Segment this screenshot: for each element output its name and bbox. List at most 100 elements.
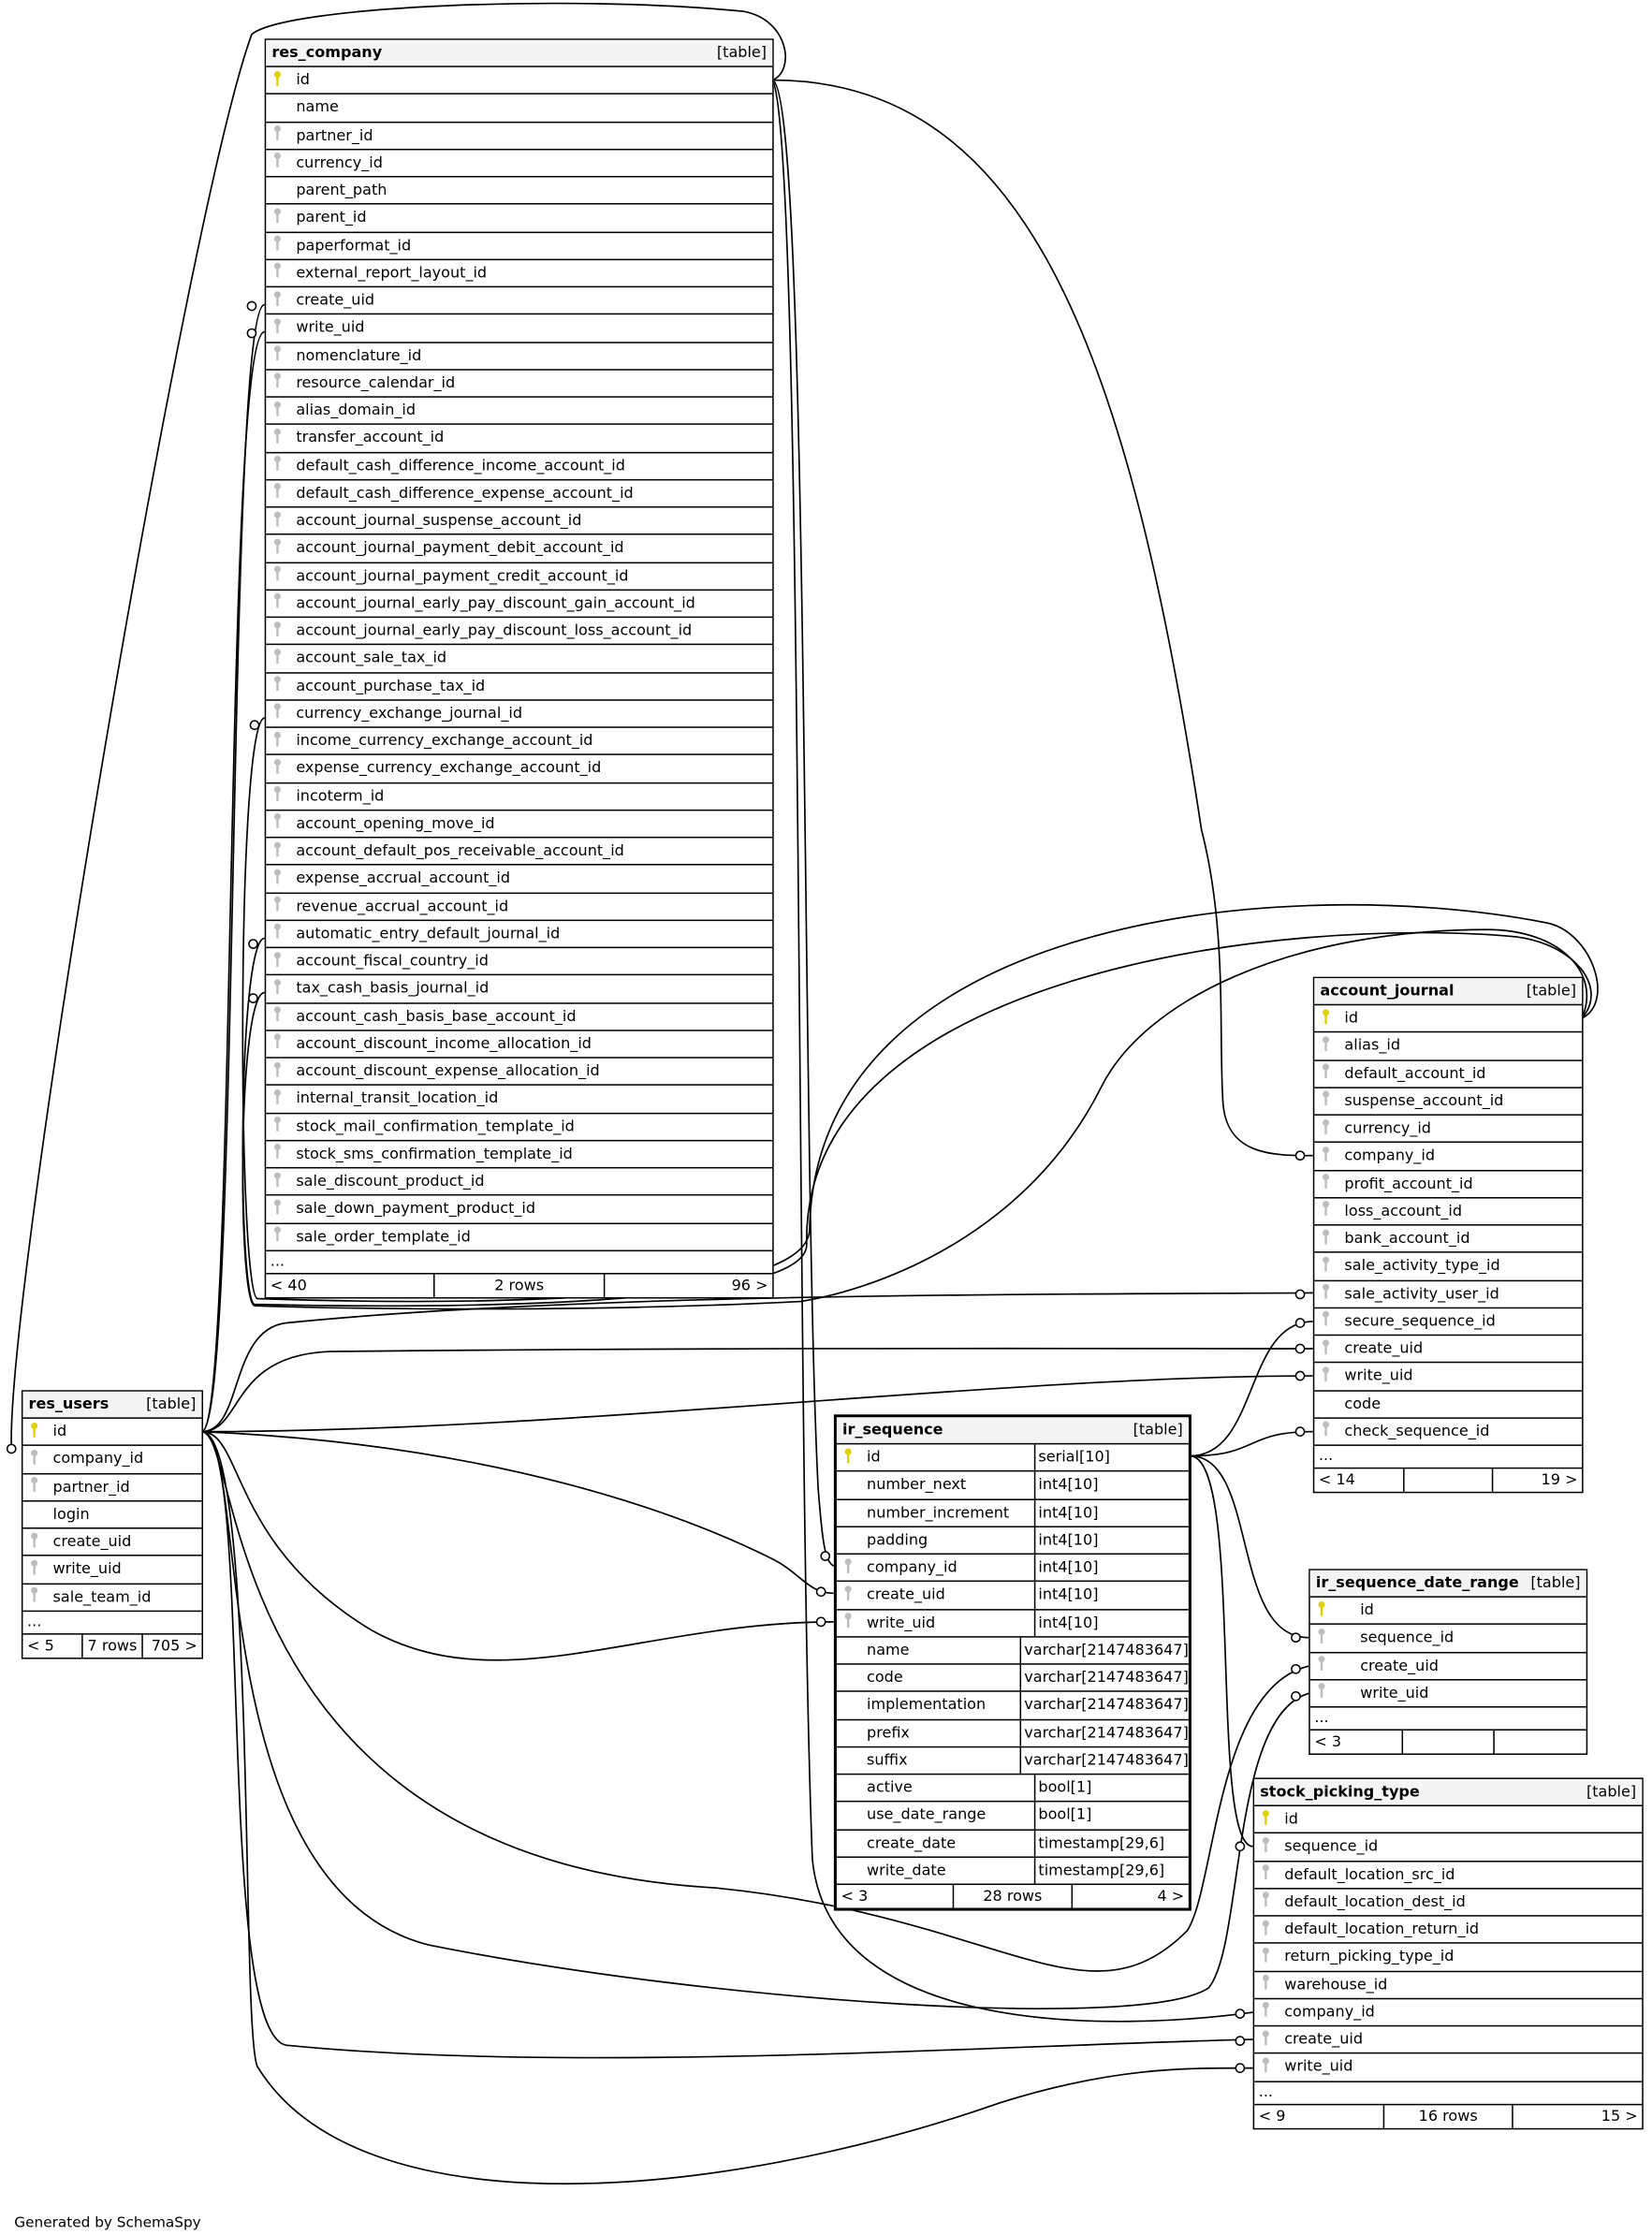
column-row[interactable]: account_journal_suspense_account_id — [266, 507, 773, 535]
column-row[interactable]: sale_order_template_id — [266, 1223, 773, 1251]
column-row[interactable]: account_discount_income_allocation_id — [266, 1030, 773, 1059]
column-row[interactable]: account_purchase_tax_id — [266, 673, 773, 701]
column-row[interactable]: transfer_account_id — [266, 425, 773, 453]
table-header[interactable]: stock_picking_type[table] — [1254, 1778, 1643, 1806]
column-row[interactable]: id — [266, 67, 773, 95]
children-link[interactable]: 19 > — [1492, 1468, 1582, 1492]
column-row[interactable]: account_cash_basis_base_account_id — [266, 1003, 773, 1031]
column-row[interactable]: incoterm_id — [266, 783, 773, 811]
column-row[interactable]: login — [22, 1501, 202, 1529]
column-row[interactable]: partner_id — [266, 123, 773, 151]
column-row[interactable]: stock_mail_confirmation_template_id — [266, 1114, 773, 1142]
column-row[interactable]: write_uid — [266, 315, 773, 343]
table-header[interactable]: res_users[table] — [22, 1391, 202, 1419]
parents-link[interactable]: < 9 — [1258, 2107, 1286, 2125]
column-row[interactable]: partner_id — [22, 1474, 202, 1502]
column-row[interactable]: nomenclature_id — [266, 343, 773, 371]
children-link[interactable]: 96 > — [603, 1274, 772, 1297]
column-row[interactable]: sale_activity_user_id — [1314, 1280, 1583, 1308]
column-row[interactable]: return_picking_type_id — [1254, 1944, 1643, 1972]
column-row[interactable]: name — [266, 95, 773, 123]
column-row[interactable]: default_location_src_id — [1254, 1862, 1643, 1890]
column-row[interactable]: suspense_account_id — [1314, 1088, 1583, 1116]
table-header[interactable]: res_company[table] — [266, 39, 773, 67]
column-row[interactable]: internal_transit_location_id — [266, 1086, 773, 1114]
column-row[interactable]: check_sequence_id — [1314, 1418, 1583, 1446]
column-row[interactable]: sale_team_id — [22, 1584, 202, 1612]
column-row[interactable]: default_location_dest_id — [1254, 1889, 1643, 1917]
children-link[interactable]: 15 > — [1512, 2104, 1643, 2128]
column-row[interactable]: income_currency_exchange_account_id — [266, 728, 773, 756]
column-row[interactable]: write_uid — [1309, 1680, 1586, 1708]
column-row[interactable]: account_journal_early_pay_discount_gain_… — [266, 591, 773, 619]
column-row[interactable]: expense_currency_exchange_account_id — [266, 755, 773, 783]
column-row[interactable]: account_opening_move_id — [266, 811, 773, 839]
more-columns-ellipsis[interactable]: ... — [22, 1612, 202, 1635]
column-row[interactable]: write_uid — [22, 1556, 202, 1585]
column-row[interactable]: sale_down_payment_product_id — [266, 1196, 773, 1224]
column-row[interactable]: default_cash_difference_expense_account_… — [266, 480, 773, 508]
column-row[interactable]: create_uid — [1254, 2026, 1643, 2054]
column-row[interactable]: currency_id — [266, 150, 773, 178]
parents-link[interactable]: < 3 — [841, 1888, 869, 1906]
parents-link[interactable]: < 5 — [27, 1637, 54, 1655]
column-row[interactable]: create_uid — [1309, 1653, 1586, 1681]
table-header[interactable]: ir_sequence[table] — [836, 1417, 1189, 1445]
column-row[interactable]: account_journal_payment_debit_account_id — [266, 535, 773, 563]
children-link[interactable]: 705 > — [141, 1634, 201, 1658]
column-row[interactable]: sequence_id — [1309, 1625, 1586, 1653]
column-row[interactable]: expense_accrual_account_id — [266, 866, 773, 894]
column-row[interactable]: warehouse_id — [1254, 1971, 1643, 1999]
column-row[interactable]: automatic_entry_default_journal_id — [266, 921, 773, 949]
column-row[interactable]: code — [1314, 1391, 1583, 1419]
column-row[interactable]: id — [22, 1419, 202, 1447]
column-row[interactable]: id — [1309, 1598, 1586, 1626]
column-row[interactable]: account_default_pos_receivable_account_i… — [266, 838, 773, 866]
column-row[interactable]: account_discount_expense_allocation_id — [266, 1059, 773, 1087]
more-columns-ellipsis[interactable]: ... — [1314, 1446, 1583, 1469]
children-link[interactable]: 4 > — [1071, 1885, 1189, 1908]
more-columns-ellipsis[interactable]: ... — [1254, 2082, 1643, 2105]
column-row[interactable]: account_fiscal_country_id — [266, 948, 773, 976]
column-row[interactable]: currency_id — [1314, 1116, 1583, 1144]
column-row[interactable]: tax_cash_basis_journal_id — [266, 976, 773, 1003]
column-row[interactable]: sale_activity_type_id — [1314, 1253, 1583, 1281]
children-link[interactable] — [1493, 1731, 1586, 1754]
column-row[interactable]: paperformat_id — [266, 232, 773, 260]
column-row[interactable]: create_uid — [1314, 1336, 1583, 1364]
table-header[interactable]: account_journal[table] — [1314, 978, 1583, 1006]
column-row[interactable]: alias_id — [1314, 1033, 1583, 1061]
column-row[interactable]: currency_exchange_journal_id — [266, 700, 773, 728]
column-row[interactable]: id — [1254, 1806, 1643, 1834]
parents-link[interactable]: < 3 — [1314, 1733, 1342, 1751]
column-row[interactable]: profit_account_id — [1314, 1171, 1583, 1199]
column-row[interactable]: parent_id — [266, 205, 773, 233]
column-row[interactable]: revenue_accrual_account_id — [266, 893, 773, 921]
column-row[interactable]: default_account_id — [1314, 1060, 1583, 1088]
column-row[interactable]: write_uid — [1314, 1364, 1583, 1392]
column-row[interactable]: company_id — [1314, 1143, 1583, 1171]
parents-link[interactable]: < 14 — [1318, 1471, 1355, 1489]
table-header[interactable]: ir_sequence_date_range[table] — [1309, 1570, 1586, 1598]
column-row[interactable]: create_uid — [22, 1529, 202, 1556]
column-row[interactable]: default_cash_difference_income_account_i… — [266, 453, 773, 481]
column-row[interactable]: resource_calendar_id — [266, 370, 773, 398]
column-row[interactable]: sale_discount_product_id — [266, 1168, 773, 1196]
column-row[interactable]: account_sale_tax_id — [266, 646, 773, 673]
more-columns-ellipsis[interactable]: ... — [266, 1251, 773, 1275]
column-row[interactable]: account_journal_early_pay_discount_loss_… — [266, 618, 773, 646]
